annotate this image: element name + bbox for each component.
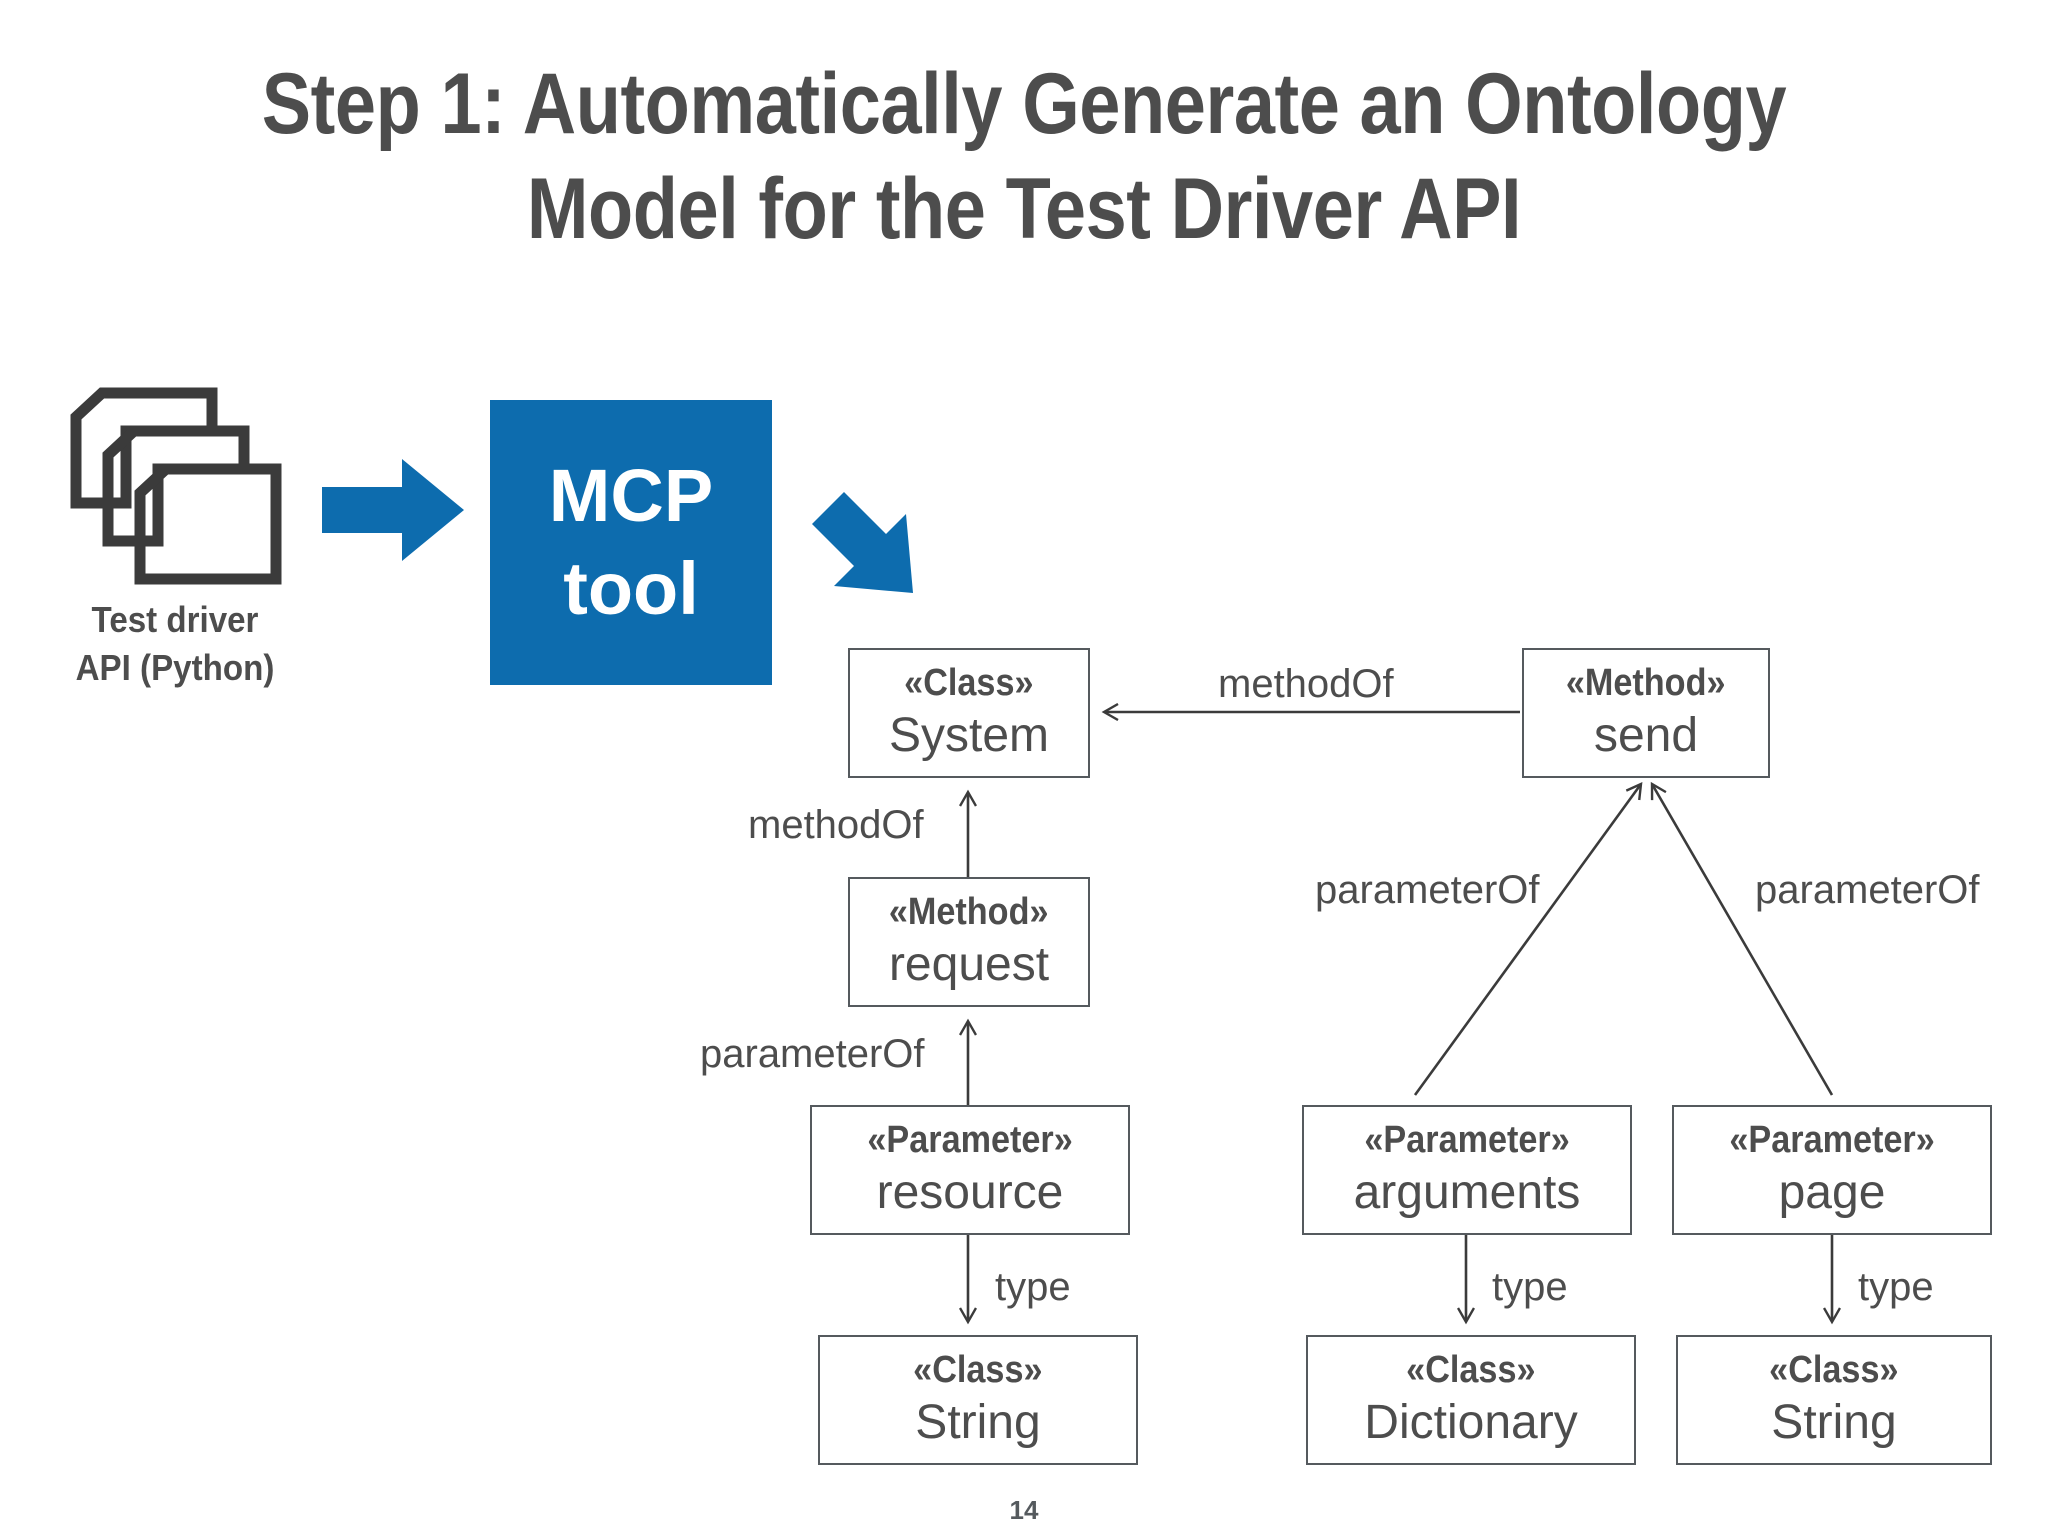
mcp-tool-label-line-1: MCP	[548, 454, 714, 537]
node-stereotype: «Parameter»	[1364, 1118, 1570, 1161]
mcp-tool-label-line-2: tool	[563, 546, 699, 630]
node-name: arguments	[1353, 1165, 1581, 1219]
edge-page-to-send	[1652, 784, 1834, 1096]
node-stereotype: «Parameter»	[867, 1118, 1073, 1161]
node-stereotype: «Class»	[1406, 1348, 1536, 1391]
node-stereotype: «Class»	[904, 661, 1034, 704]
arrow-right-icon	[322, 455, 464, 565]
edge-arguments-to-send	[1413, 784, 1641, 1096]
page-title-line-1: Step 1: Automatically Generate an Ontolo…	[261, 56, 1787, 152]
node-class-string-left[interactable]: «Class» String	[818, 1335, 1138, 1465]
node-class-system[interactable]: «Class» System	[848, 648, 1090, 778]
source-label-line-1: Test driver	[91, 599, 259, 640]
edge-label-parameterof-arguments: parameterOf	[1315, 868, 1540, 912]
node-method-send[interactable]: «Method» send	[1522, 648, 1770, 778]
node-stereotype: «Method»	[889, 890, 1049, 933]
stacked-documents-icon	[58, 385, 298, 590]
edge-label-parameterof-resource: parameterOf	[700, 1032, 925, 1076]
source-label-line-2: API (Python)	[75, 647, 275, 689]
node-name: System	[888, 708, 1050, 762]
node-name: request	[888, 937, 1050, 991]
edge-label-type-resource: type	[995, 1265, 1071, 1309]
edge-label-type-page: type	[1858, 1265, 1934, 1309]
mcp-tool-box[interactable]: MCP tool	[490, 400, 772, 685]
node-class-dictionary[interactable]: «Class» Dictionary	[1306, 1335, 1636, 1465]
edge-label-type-arguments: type	[1492, 1265, 1568, 1309]
node-class-string-right[interactable]: «Class» String	[1676, 1335, 1992, 1465]
page-title-line-2: Model for the Test Driver API	[526, 160, 1522, 257]
edge-label-parameterof-page: parameterOf	[1755, 868, 1980, 912]
node-name: resource	[876, 1165, 1064, 1219]
node-name: Dictionary	[1364, 1395, 1578, 1449]
edge-label-methodof-send: methodOf	[1218, 662, 1394, 706]
node-method-request[interactable]: «Method» request	[848, 877, 1090, 1007]
source-label: Test driver API (Python)	[32, 596, 317, 692]
arrow-down-right-icon	[812, 492, 922, 602]
node-stereotype: «Parameter»	[1729, 1118, 1935, 1161]
node-stereotype: «Method»	[1566, 661, 1726, 704]
node-name: String	[1771, 1395, 1897, 1449]
node-stereotype: «Class»	[1769, 1348, 1899, 1391]
node-parameter-arguments[interactable]: «Parameter» arguments	[1302, 1105, 1632, 1235]
edge-label-methodof-request: methodOf	[748, 803, 924, 847]
node-name: page	[1778, 1165, 1886, 1219]
node-name: send	[1593, 708, 1699, 762]
page-title: Step 1: Automatically Generate an Ontolo…	[143, 52, 1904, 262]
node-stereotype: «Class»	[913, 1348, 1043, 1391]
page-number: 14	[1009, 1495, 1039, 1525]
node-parameter-page[interactable]: «Parameter» page	[1672, 1105, 1992, 1235]
node-name: String	[915, 1395, 1041, 1449]
node-parameter-resource[interactable]: «Parameter» resource	[810, 1105, 1130, 1235]
